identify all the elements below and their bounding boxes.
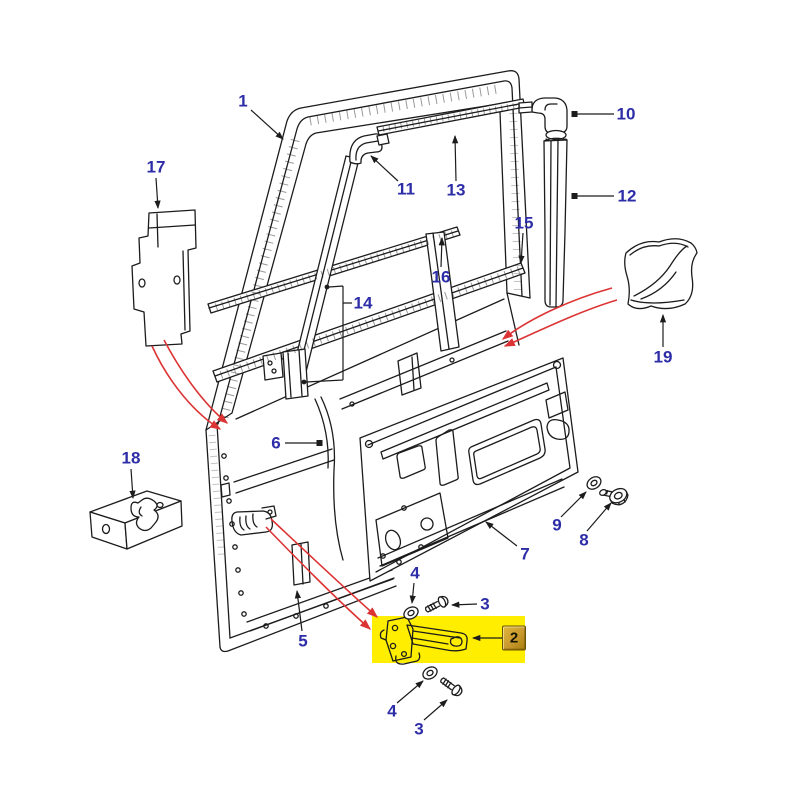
callout-1[interactable]: 1 bbox=[238, 91, 248, 111]
callout-16[interactable]: 16 bbox=[431, 267, 451, 287]
callout-leaders bbox=[129, 109, 667, 721]
callout-7[interactable]: 7 bbox=[520, 544, 530, 564]
callout-11[interactable]: 11 bbox=[397, 179, 415, 199]
waist-rail-16 bbox=[207, 226, 461, 314]
channel-12 bbox=[543, 137, 568, 308]
washer-4-upper bbox=[403, 606, 419, 620]
inner-panel-7 bbox=[359, 357, 579, 582]
callout-5[interactable]: 5 bbox=[298, 631, 308, 651]
callout-3-lower[interactable]: 3 bbox=[414, 719, 424, 739]
callout-9[interactable]: 9 bbox=[552, 515, 562, 535]
division-channel-14 bbox=[262, 155, 360, 400]
callout-15[interactable]: 15 bbox=[514, 213, 534, 233]
hinge-plate-17 bbox=[131, 209, 197, 347]
callout-13[interactable]: 13 bbox=[446, 180, 466, 200]
bolt-8 bbox=[599, 487, 629, 506]
callout-12[interactable]: 12 bbox=[617, 186, 637, 206]
callout-8[interactable]: 8 bbox=[579, 530, 589, 550]
callout-18[interactable]: 18 bbox=[121, 448, 141, 468]
check-bracket-18 bbox=[89, 490, 183, 550]
red-leader-curves bbox=[151, 287, 618, 630]
callout-6[interactable]: 6 bbox=[271, 433, 281, 453]
washer-4-lower bbox=[422, 666, 438, 680]
callout-2[interactable]: 2 bbox=[502, 625, 526, 651]
callout-17[interactable]: 17 bbox=[146, 157, 166, 177]
window-frame bbox=[205, 70, 531, 431]
rear-channel-block bbox=[425, 231, 460, 352]
callout-10[interactable]: 10 bbox=[616, 104, 636, 124]
callout-4-upper[interactable]: 4 bbox=[410, 563, 420, 583]
callout-14[interactable]: 14 bbox=[353, 293, 373, 313]
highlight-region bbox=[372, 616, 525, 663]
bracket-part-2 bbox=[379, 616, 468, 665]
screw-3-lower bbox=[440, 677, 463, 697]
callout-4-lower[interactable]: 4 bbox=[387, 701, 397, 721]
door-pull-bracket bbox=[231, 505, 277, 536]
door-body bbox=[205, 292, 520, 653]
callout-19[interactable]: 19 bbox=[653, 347, 673, 367]
washer-9 bbox=[586, 476, 602, 490]
membrane-19 bbox=[624, 238, 698, 310]
elbow-10 bbox=[518, 97, 568, 144]
hatch-shading bbox=[208, 84, 522, 561]
elbow-11 bbox=[349, 133, 390, 165]
callout-3-upper[interactable]: 3 bbox=[480, 594, 490, 614]
screw-3-upper bbox=[424, 595, 449, 613]
